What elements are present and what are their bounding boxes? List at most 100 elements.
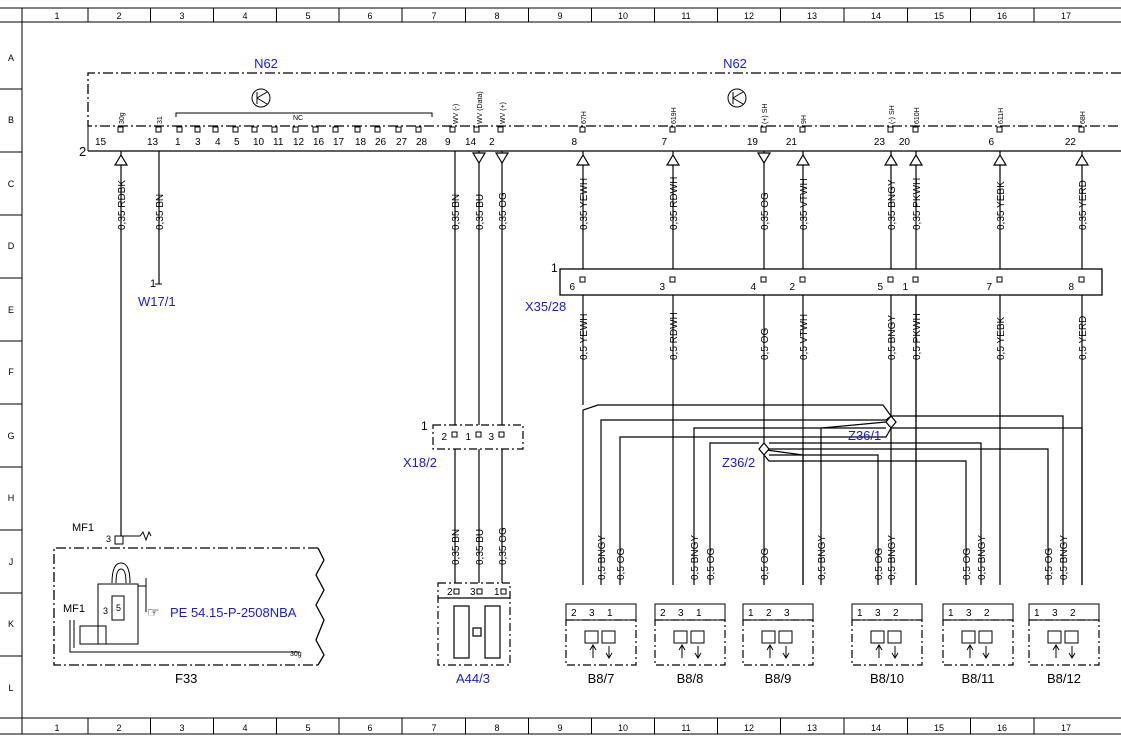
grid-col-4: 4	[242, 11, 247, 21]
signal-direction-in	[992, 153, 1008, 166]
sensor-pin-3: 3	[966, 608, 972, 619]
pin-socket	[232, 126, 239, 133]
n62-pin-3: 3	[195, 137, 201, 148]
sensor-body	[742, 619, 814, 666]
grid-col-6: 6	[367, 11, 372, 21]
f33-ground: 30g	[290, 651, 302, 658]
grid-col-bottom-11: 11	[681, 723, 690, 733]
x18-pin-1: 1	[465, 432, 471, 443]
transducer	[690, 630, 705, 644]
a44-label: A44/3	[456, 671, 490, 686]
wire	[693, 427, 886, 585]
sensor-body	[654, 619, 726, 666]
arrow-up-icon	[589, 644, 597, 651]
n62-pin-name: 9H	[801, 115, 808, 124]
wire-label-mid: 0,5 YEWH	[579, 314, 590, 361]
grid-row-L: L	[8, 683, 13, 693]
x35-pin-3: 3	[659, 282, 665, 293]
z36-2-label: Z36/2	[722, 455, 755, 470]
transducer	[778, 630, 793, 644]
arrow-up-icon	[966, 644, 974, 651]
grid-col-9: 9	[557, 11, 562, 21]
pin-socket	[476, 588, 483, 595]
wire-label-x18: 0,35 OG	[498, 527, 509, 565]
x35-connector-id: 1	[551, 261, 558, 275]
pin-socket	[453, 588, 460, 595]
wire-label-sensor: 0,5 BNGY	[977, 535, 988, 580]
n62-pin-18: 18	[355, 137, 367, 148]
n62-control-unit	[87, 72, 1121, 152]
grid-column-labels: 1122334455667788991010111112121313141415…	[54, 8, 1071, 734]
wire	[769, 454, 879, 585]
wire-label-top: 0,35 PKWH	[912, 178, 923, 230]
sensor-label: B8/9	[765, 671, 792, 686]
grid-col-11: 11	[681, 11, 690, 21]
pin-socket	[395, 126, 402, 133]
transducer	[1047, 630, 1062, 644]
pin-socket	[332, 126, 339, 133]
grid-col-7: 7	[431, 11, 436, 21]
w17-label: W17/1	[138, 294, 176, 309]
wire-label-mid: 0,5 YEBK	[996, 316, 1007, 360]
pin-socket	[912, 276, 919, 283]
grid-col-bottom-14: 14	[871, 723, 881, 733]
x35-pin-2: 2	[789, 282, 795, 293]
x18-connector	[432, 424, 524, 450]
grid-col-bottom-3: 3	[179, 723, 184, 733]
n62-pin-4: 4	[215, 137, 221, 148]
grid-row-H: H	[8, 493, 15, 503]
wire-label-sensor: 0,5 OG	[616, 548, 627, 580]
x35-pin-4: 4	[750, 282, 756, 293]
pin-socket	[500, 588, 507, 595]
grid-col-bottom-7: 7	[431, 723, 436, 733]
pin-socket	[799, 126, 806, 133]
n62-pin-11: 11	[273, 137, 284, 148]
wire-label-x18: 0,35 BU	[475, 529, 486, 565]
arrow-up-icon	[1052, 644, 1060, 651]
wire-label-top: 0,35 YEWH	[579, 178, 590, 230]
pin-socket	[799, 276, 806, 283]
x35-label: X35/28	[525, 299, 566, 314]
signal-direction-in	[1074, 153, 1090, 166]
transducer	[673, 630, 688, 644]
n62-pin-name: 611H	[998, 108, 1005, 124]
grid-row-B: B	[8, 115, 14, 125]
grid-col-bottom-4: 4	[242, 723, 247, 733]
f33-mf1-side: MF1	[63, 603, 85, 615]
transducer	[870, 630, 885, 644]
n62-pin-22: 22	[1065, 137, 1077, 148]
grid-col-bottom-10: 10	[618, 723, 628, 733]
signal-direction-in	[575, 153, 591, 166]
wire-label-sensor: 0,5 OG	[706, 548, 717, 580]
arrow-down-icon	[694, 652, 702, 659]
grid-col-15: 15	[934, 11, 944, 21]
pin-socket	[194, 126, 201, 133]
transducer	[1064, 630, 1079, 644]
grid-col-bottom-12: 12	[744, 723, 754, 733]
transducer	[887, 630, 902, 644]
grid-row-K: K	[8, 619, 14, 629]
sensor-pin-2: 2	[766, 608, 772, 619]
pin-socket	[1078, 126, 1085, 133]
grid-row-G: G	[7, 431, 14, 441]
f33-pin5: 5	[116, 603, 121, 613]
wire-label-sensor: 0,5 BNGY	[690, 535, 701, 580]
grid-row-F: F	[8, 367, 14, 377]
grid-col-1: 1	[54, 11, 59, 21]
transducer	[978, 630, 993, 644]
wire-label-top: 0,35 VTWH	[799, 178, 810, 230]
wire-label-mid: 0,5 PKWH	[912, 313, 923, 360]
wire-label-top: 0,35 BNGY	[887, 179, 898, 230]
x35-pin-5: 5	[877, 282, 883, 293]
sensor-label: B8/12	[1047, 671, 1081, 686]
transducer	[601, 630, 616, 644]
n62-pin-5: 5	[234, 137, 240, 148]
wire	[763, 454, 967, 585]
pin-socket	[887, 126, 894, 133]
n62-pin-13: 13	[147, 137, 159, 148]
sensor-pin-3: 3	[875, 608, 881, 619]
